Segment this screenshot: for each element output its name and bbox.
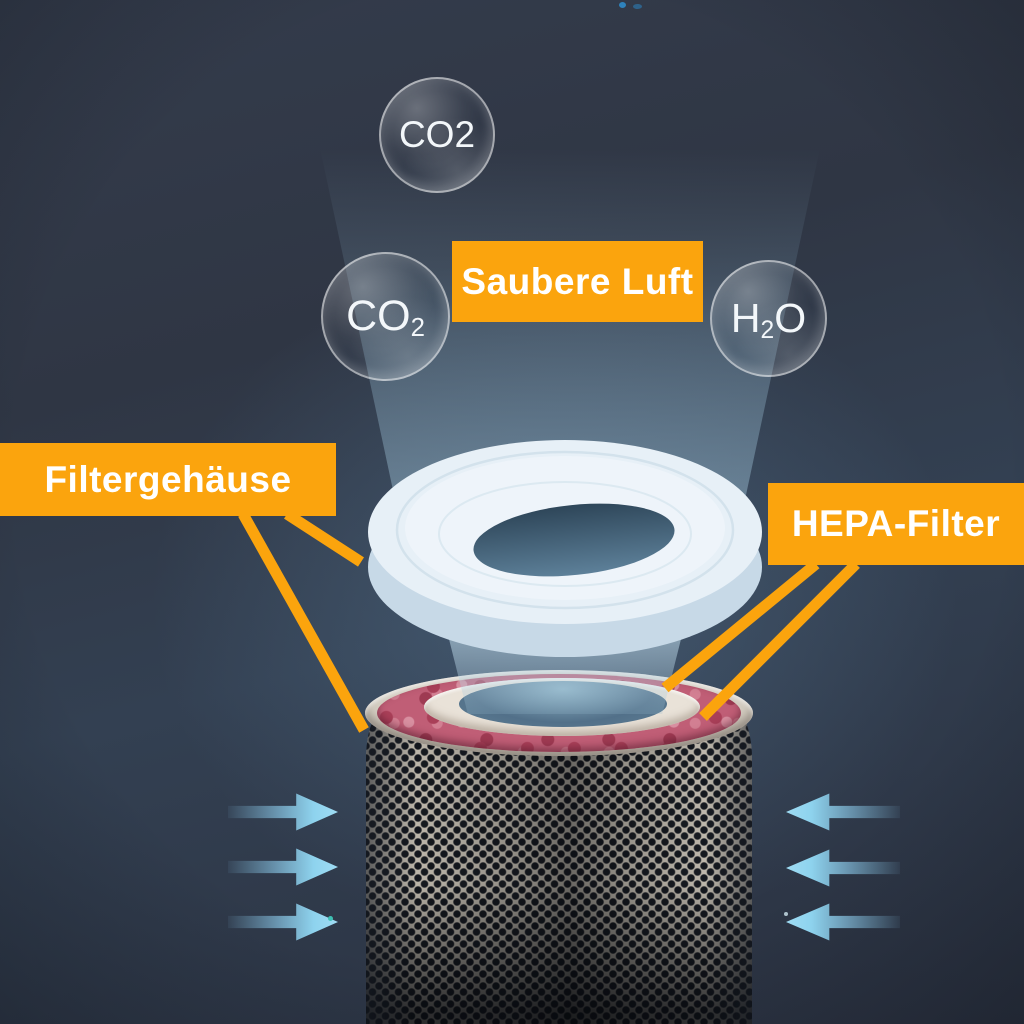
right-airflow-arrow-icon <box>786 903 900 941</box>
particle-speck <box>619 2 626 8</box>
co2-bubble-top: CO2 <box>379 77 495 193</box>
left-airflow-arrow-icon <box>228 848 338 886</box>
left-airflow-arrow-icon <box>228 903 338 941</box>
housing-leader-line-2 <box>238 511 369 733</box>
particle-speck <box>328 916 333 921</box>
particle-speck <box>633 4 642 9</box>
right-airflow-arrow-icon <box>786 849 900 887</box>
particle-speck <box>784 912 788 916</box>
co2-left-label: CO2 <box>346 292 425 343</box>
filter-mesh-cylinder <box>366 710 752 1024</box>
filter-housing-label-text: Filtergehäuse <box>44 458 292 500</box>
hepa-filter-label-text: HEPA-Filter <box>791 503 1001 544</box>
co2-top-label: CO2 <box>398 114 476 155</box>
h2o-bubble: H2O <box>710 260 827 377</box>
right-airflow-arrow-icon <box>786 793 900 831</box>
hepa-filter-label: HEPA-Filter <box>768 483 1024 565</box>
left-airflow-arrow-icon <box>228 793 338 831</box>
co2-bubble-left: CO2 <box>321 252 450 381</box>
clean-air-label-text: Saubere Luft <box>461 260 694 302</box>
filter-housing-label: Filtergehäuse <box>0 443 336 516</box>
filter-housing-ring <box>368 440 762 657</box>
h2o-label: H2O <box>730 295 807 345</box>
clean-air-label: Saubere Luft <box>452 241 703 322</box>
housing-leader-line-1 <box>284 509 364 567</box>
